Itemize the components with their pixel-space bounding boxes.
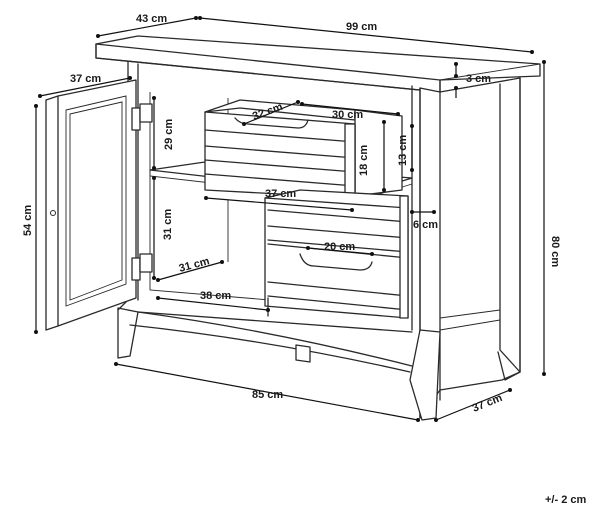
label-top-thickness: 3 cm (466, 73, 491, 85)
label-width-top: 99 cm (346, 21, 377, 33)
label-drawer-width-top: 30 cm (332, 109, 363, 121)
upper-drawer (204, 99, 403, 199)
label-drawer-inner-height: 18 cm (358, 145, 370, 176)
label-base-depth: 37 cm (471, 392, 505, 415)
label-drawer-front-height: 13 cm (397, 135, 409, 166)
label-depth-top: 43 cm (136, 13, 167, 25)
label-base-width: 85 cm (252, 389, 283, 401)
label-door-height: 54 cm (22, 205, 34, 236)
label-lower-drawer-width: 20 cm (324, 241, 355, 253)
dimension-lines (34, 16, 546, 422)
label-lower-compartment-depth: 31 cm (178, 255, 211, 275)
label-door-width: 37 cm (70, 73, 101, 85)
front-left-leg (117, 307, 139, 359)
label-side-gap: 6 cm (413, 219, 438, 231)
cabinet-illustration (45, 35, 541, 421)
tolerance-note: +/- 2 cm (545, 494, 586, 506)
label-lower-compartment-width: 38 cm (200, 290, 231, 302)
label-drawer-front-width: 37 cm (265, 188, 296, 200)
cabinet-door (45, 79, 153, 331)
label-lower-compartment-height: 31 cm (162, 209, 174, 240)
label-upper-compartment-height: 29 cm (163, 119, 175, 150)
label-total-height: 80 cm (549, 236, 561, 267)
front-right-leg (409, 329, 441, 421)
